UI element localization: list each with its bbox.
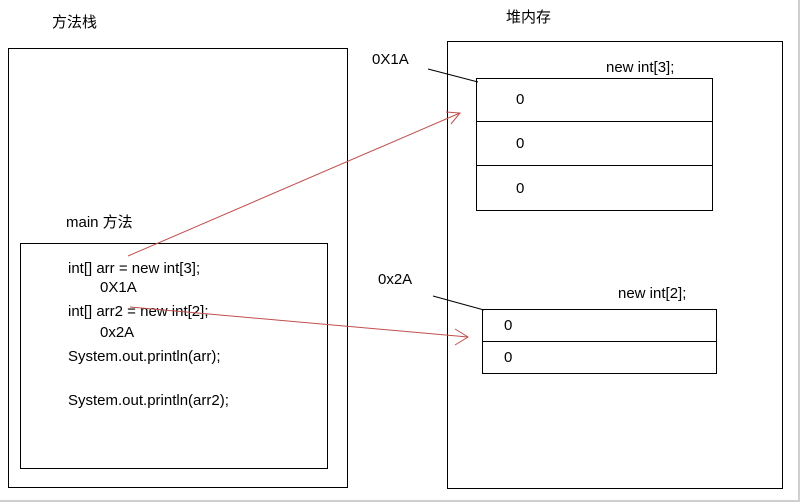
array2-cell-0: 0 [504, 316, 513, 334]
array1-divider [476, 165, 713, 166]
array1-cell-2: 0 [516, 179, 525, 197]
heap-box [447, 41, 783, 489]
code-line-print-arr: System.out.println(arr); [68, 348, 221, 365]
array1-label: new int[3]; [606, 59, 675, 76]
code-line-arr2-decl: int[] arr2 = new int[2]; [68, 303, 209, 320]
main-method-label: main 方法 [66, 214, 133, 231]
code-arr-address: 0X1A [100, 279, 137, 296]
heap-title: 堆内存 [506, 9, 552, 26]
code-line-print-arr2: System.out.println(arr2); [68, 392, 229, 409]
array2-divider [482, 341, 717, 342]
array1-cell-0: 0 [516, 91, 525, 108]
array2-label: new int[2]; [618, 285, 687, 302]
array1-address-label: 0X1A [372, 51, 409, 68]
array2-cell-1: 0 [504, 349, 513, 366]
method-stack-box [8, 48, 348, 488]
stack-title: 方法栈 [52, 14, 98, 31]
code-line-arr-decl: int[] arr = new int[3]; [68, 260, 201, 277]
code-arr2-address: 0x2A [100, 324, 135, 341]
array1-divider [476, 121, 713, 122]
array1-box [476, 78, 713, 211]
array1-cell-1: 0 [516, 135, 525, 152]
array2-address-label: 0x2A [378, 271, 413, 288]
